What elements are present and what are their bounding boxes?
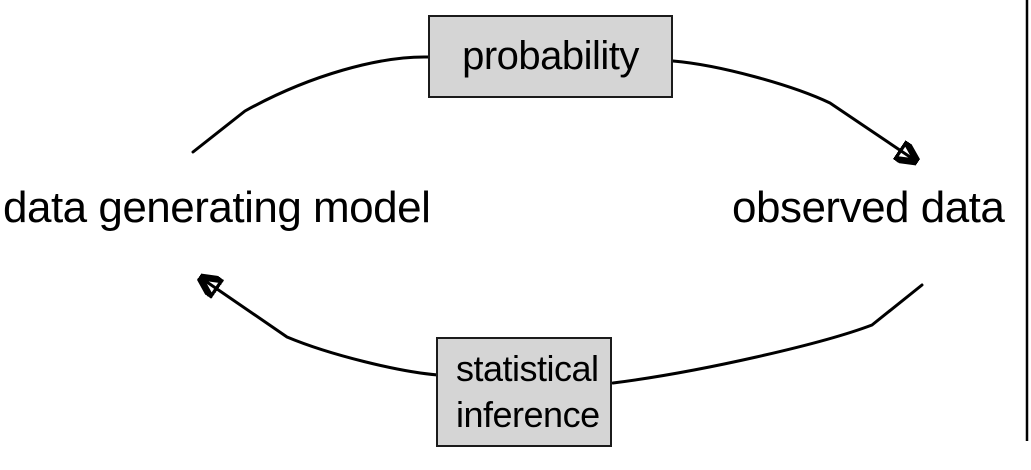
edge-label-probability: probability: [428, 15, 673, 98]
edge-label-statistical-inference: statistical inference: [436, 337, 612, 447]
arrow-bottom-left-segment: [201, 278, 440, 377]
node-observed-data: observed data: [732, 183, 1005, 232]
arrow-top-left-segment: [191, 55, 430, 154]
node-data-generating-model: data generating model: [3, 183, 431, 232]
arrow-bottom-right-segment: [611, 283, 924, 385]
probability-label-text: probability: [462, 34, 639, 78]
statistical-label-line1: statistical: [456, 348, 599, 389]
arrow-top-right-segment: [671, 59, 916, 161]
inference-label-line2: inference: [456, 394, 600, 435]
